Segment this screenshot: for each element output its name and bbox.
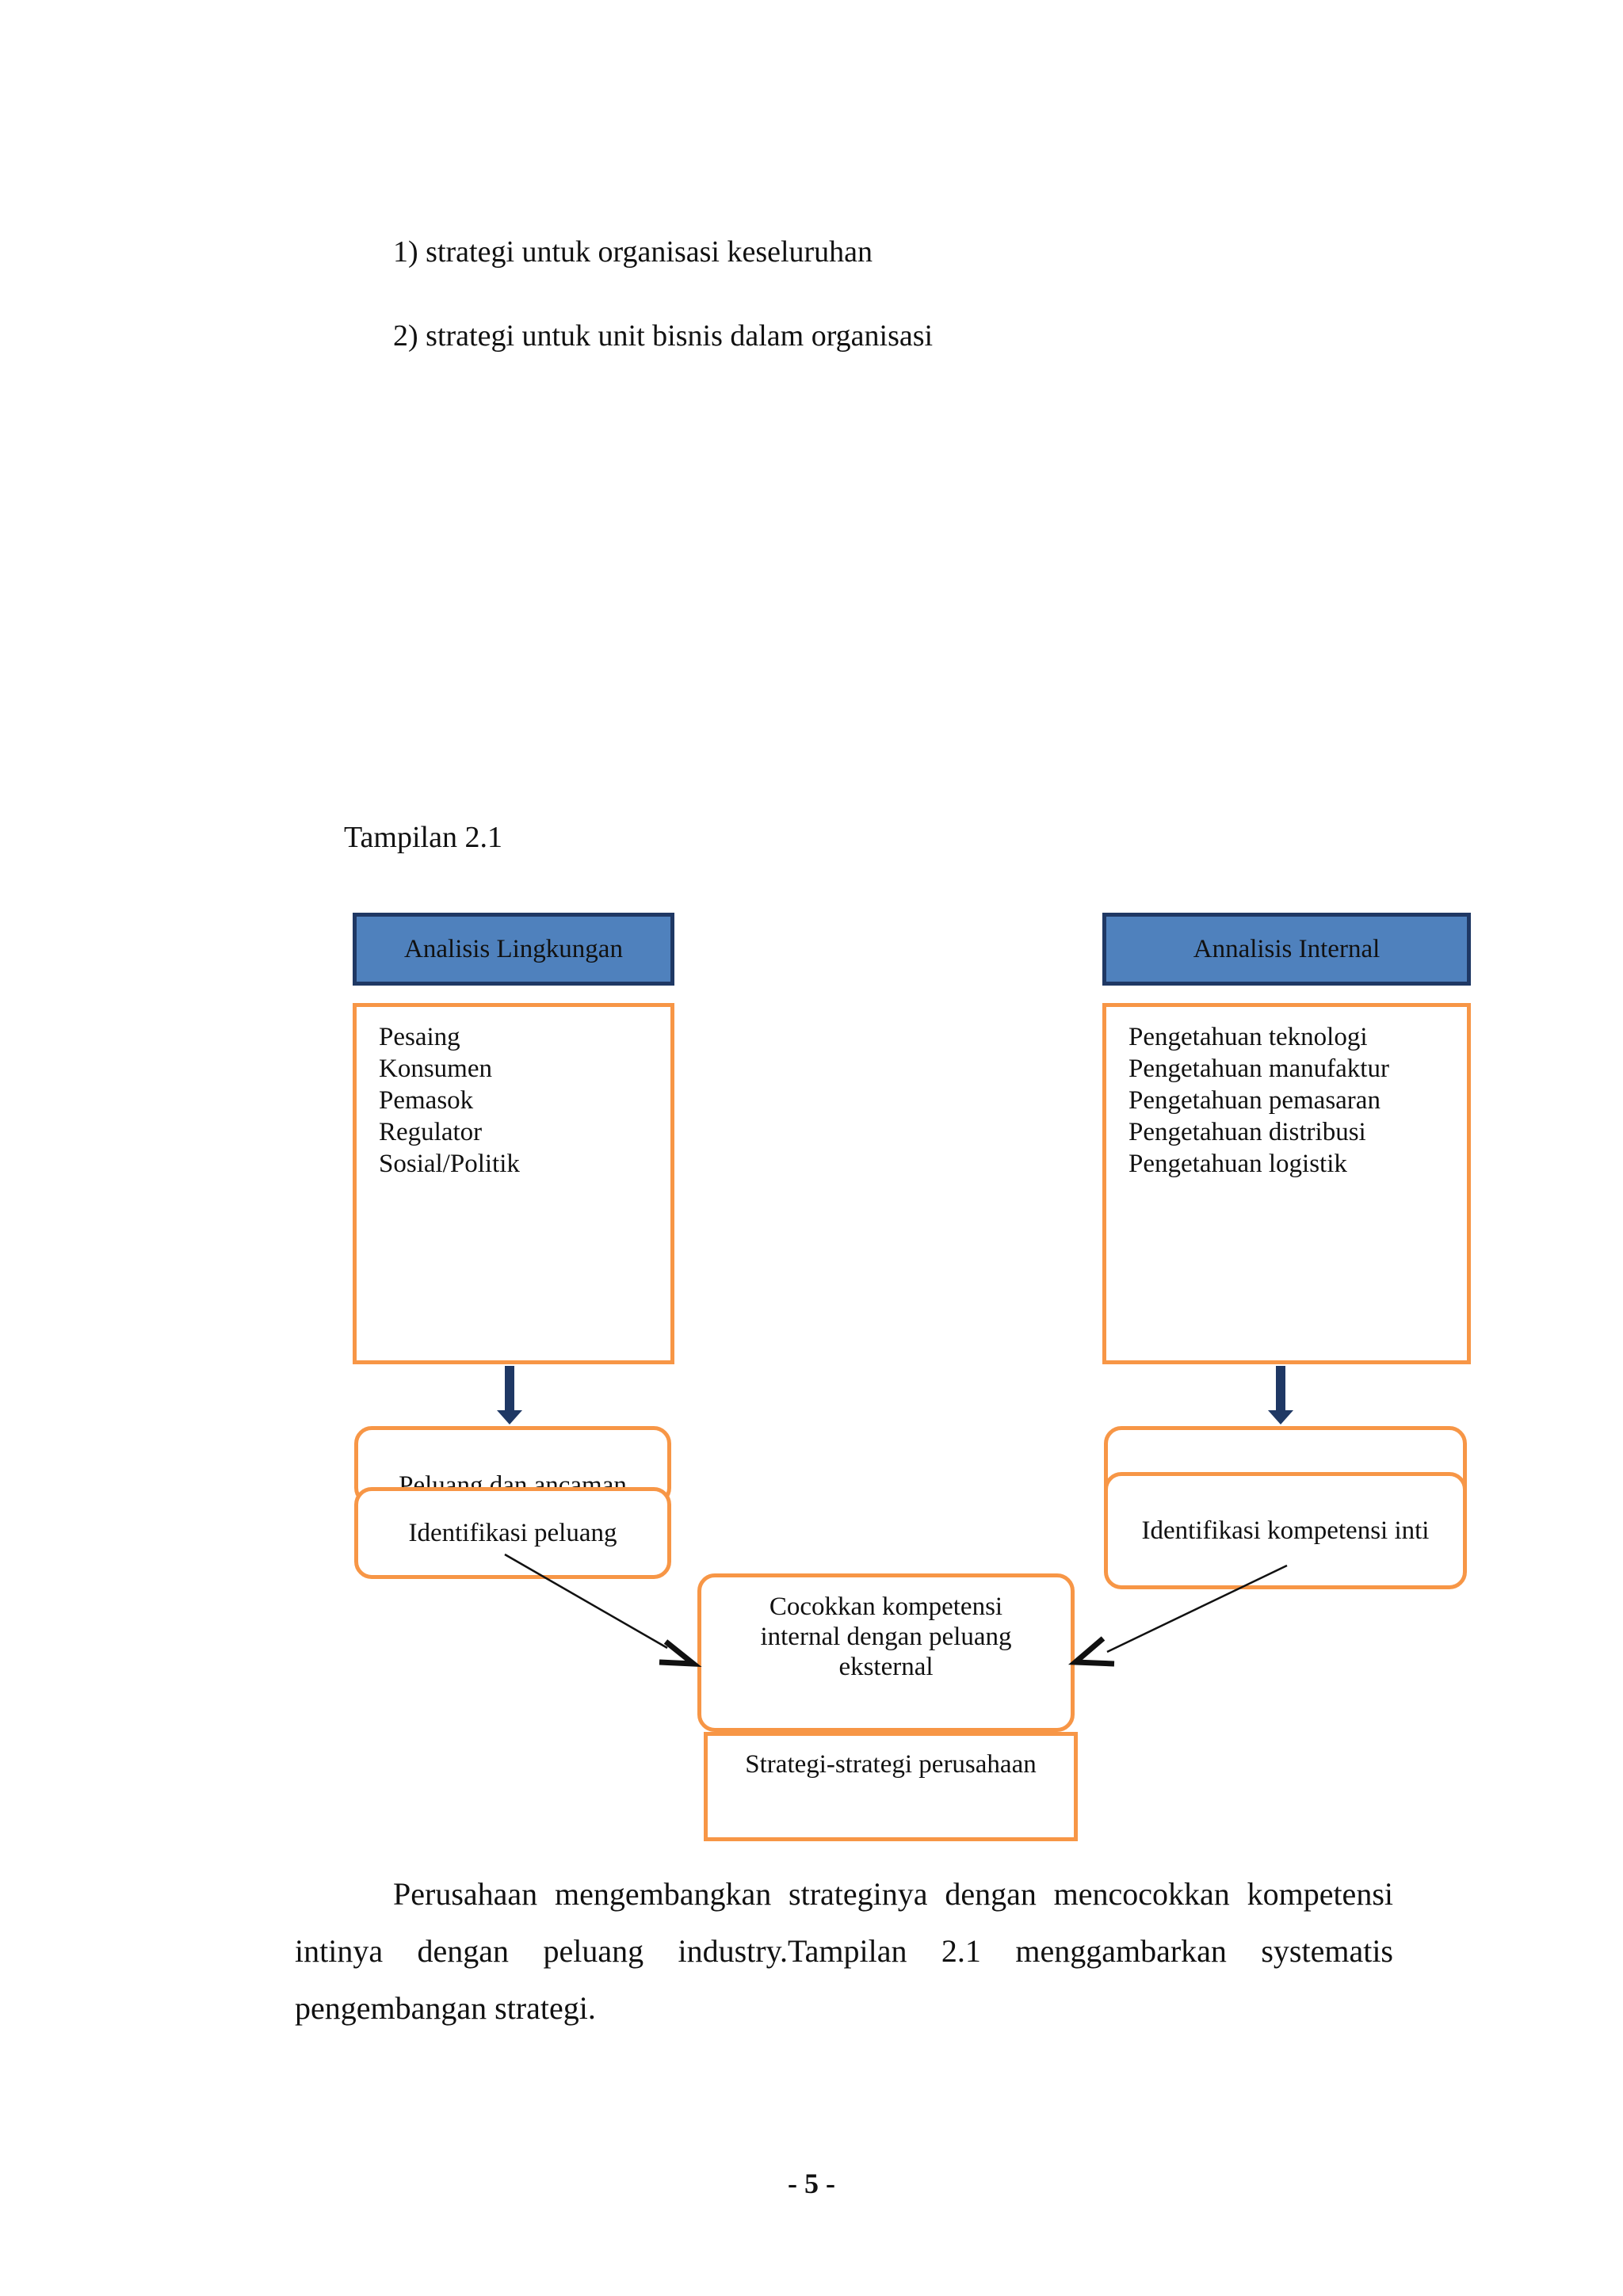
left-down-arrow: [497, 1366, 522, 1425]
center-match-box: Cocokkan kompetensi internal dengan pelu…: [697, 1573, 1075, 1732]
right-factor: Pengetahuan teknologi: [1128, 1023, 1368, 1051]
right-factor: Pengetahuan distribusi: [1128, 1118, 1366, 1146]
right-header: Annalisis Internal: [1102, 913, 1471, 986]
left-factor: Pesaing: [379, 1023, 460, 1051]
left-factor: Konsumen: [379, 1055, 492, 1083]
right-factor: Pengetahuan manufaktur: [1128, 1055, 1389, 1083]
right-down-arrow: [1268, 1366, 1293, 1425]
center-line: internal dengan peluang: [760, 1623, 1012, 1651]
left-factor: Regulator: [379, 1118, 483, 1146]
strategy-box: Strategi-strategi perusahaan: [704, 1732, 1078, 1841]
right-factors-box: Pengetahuan teknologi Pengetahuan manufa…: [1102, 1003, 1471, 1364]
right-factor: Pengetahuan pemasaran: [1128, 1086, 1381, 1115]
left-factors-box: Pesaing Konsumen Pemasok Regulator Sosia…: [353, 1003, 674, 1364]
paragraph-text: Perusahaan mengembangkan strateginya den…: [295, 1876, 1393, 2026]
left-factor: Sosial/Politik: [379, 1150, 520, 1178]
right-front-box: Identifikasi kompetensi inti: [1104, 1472, 1467, 1589]
page-number: - 5 -: [788, 2168, 835, 2199]
figure-caption: Tampilan 2.1: [344, 821, 502, 854]
center-line: Cocokkan kompetensi: [769, 1592, 1003, 1621]
left-factor: Pemasok: [379, 1086, 474, 1115]
right-factor: Pengetahuan logistik: [1128, 1150, 1347, 1178]
list-item-1: 1) strategi untuk organisasi keseluruhan: [393, 235, 873, 269]
left-diagonal-arrow: [504, 1553, 702, 1667]
list-item-2: 2) strategi untuk unit bisnis dalam orga…: [393, 319, 934, 353]
left-front-box: Identifikasi peluang: [354, 1487, 671, 1579]
center-line: eksternal: [838, 1653, 934, 1681]
body-paragraph: Perusahaan mengembangkan strateginya den…: [295, 1866, 1393, 2037]
left-header: Analisis Lingkungan: [353, 913, 674, 986]
right-diagonal-arrow: [1067, 1564, 1288, 1667]
